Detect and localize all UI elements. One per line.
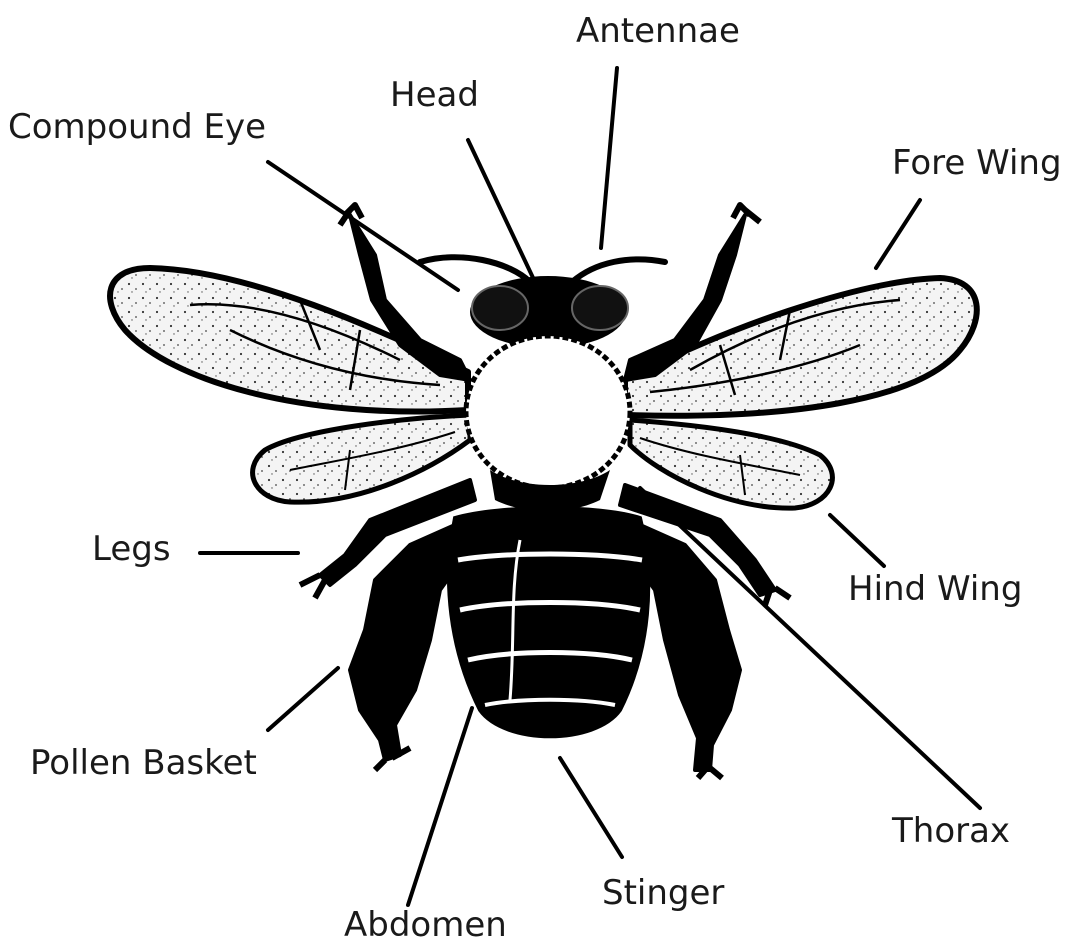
hind-wing-left [253, 415, 470, 502]
abdomen-drawing [449, 508, 648, 736]
thorax-drawing [466, 336, 630, 511]
leader-line-fore-wing [876, 200, 920, 268]
label-fore-wing: Fore Wing [892, 146, 1062, 180]
label-antennae: Antennae [576, 14, 740, 48]
label-abdomen: Abdomen [344, 908, 507, 942]
leader-line-pollen-basket [268, 668, 338, 730]
leader-line-hind-wing [830, 515, 884, 566]
hind-wing-right [630, 420, 832, 508]
label-legs: Legs [92, 532, 171, 566]
label-head: Head [390, 78, 479, 112]
leader-line-abdomen [408, 708, 472, 905]
label-stinger: Stinger [602, 876, 724, 910]
label-compound-eye: Compound Eye [8, 110, 266, 144]
label-pollen-basket: Pollen Basket [30, 746, 257, 780]
leader-line-stinger [560, 758, 622, 857]
label-thorax: Thorax [892, 814, 1010, 848]
label-hind-wing: Hind Wing [848, 572, 1022, 606]
leader-line-antennae [601, 68, 617, 248]
